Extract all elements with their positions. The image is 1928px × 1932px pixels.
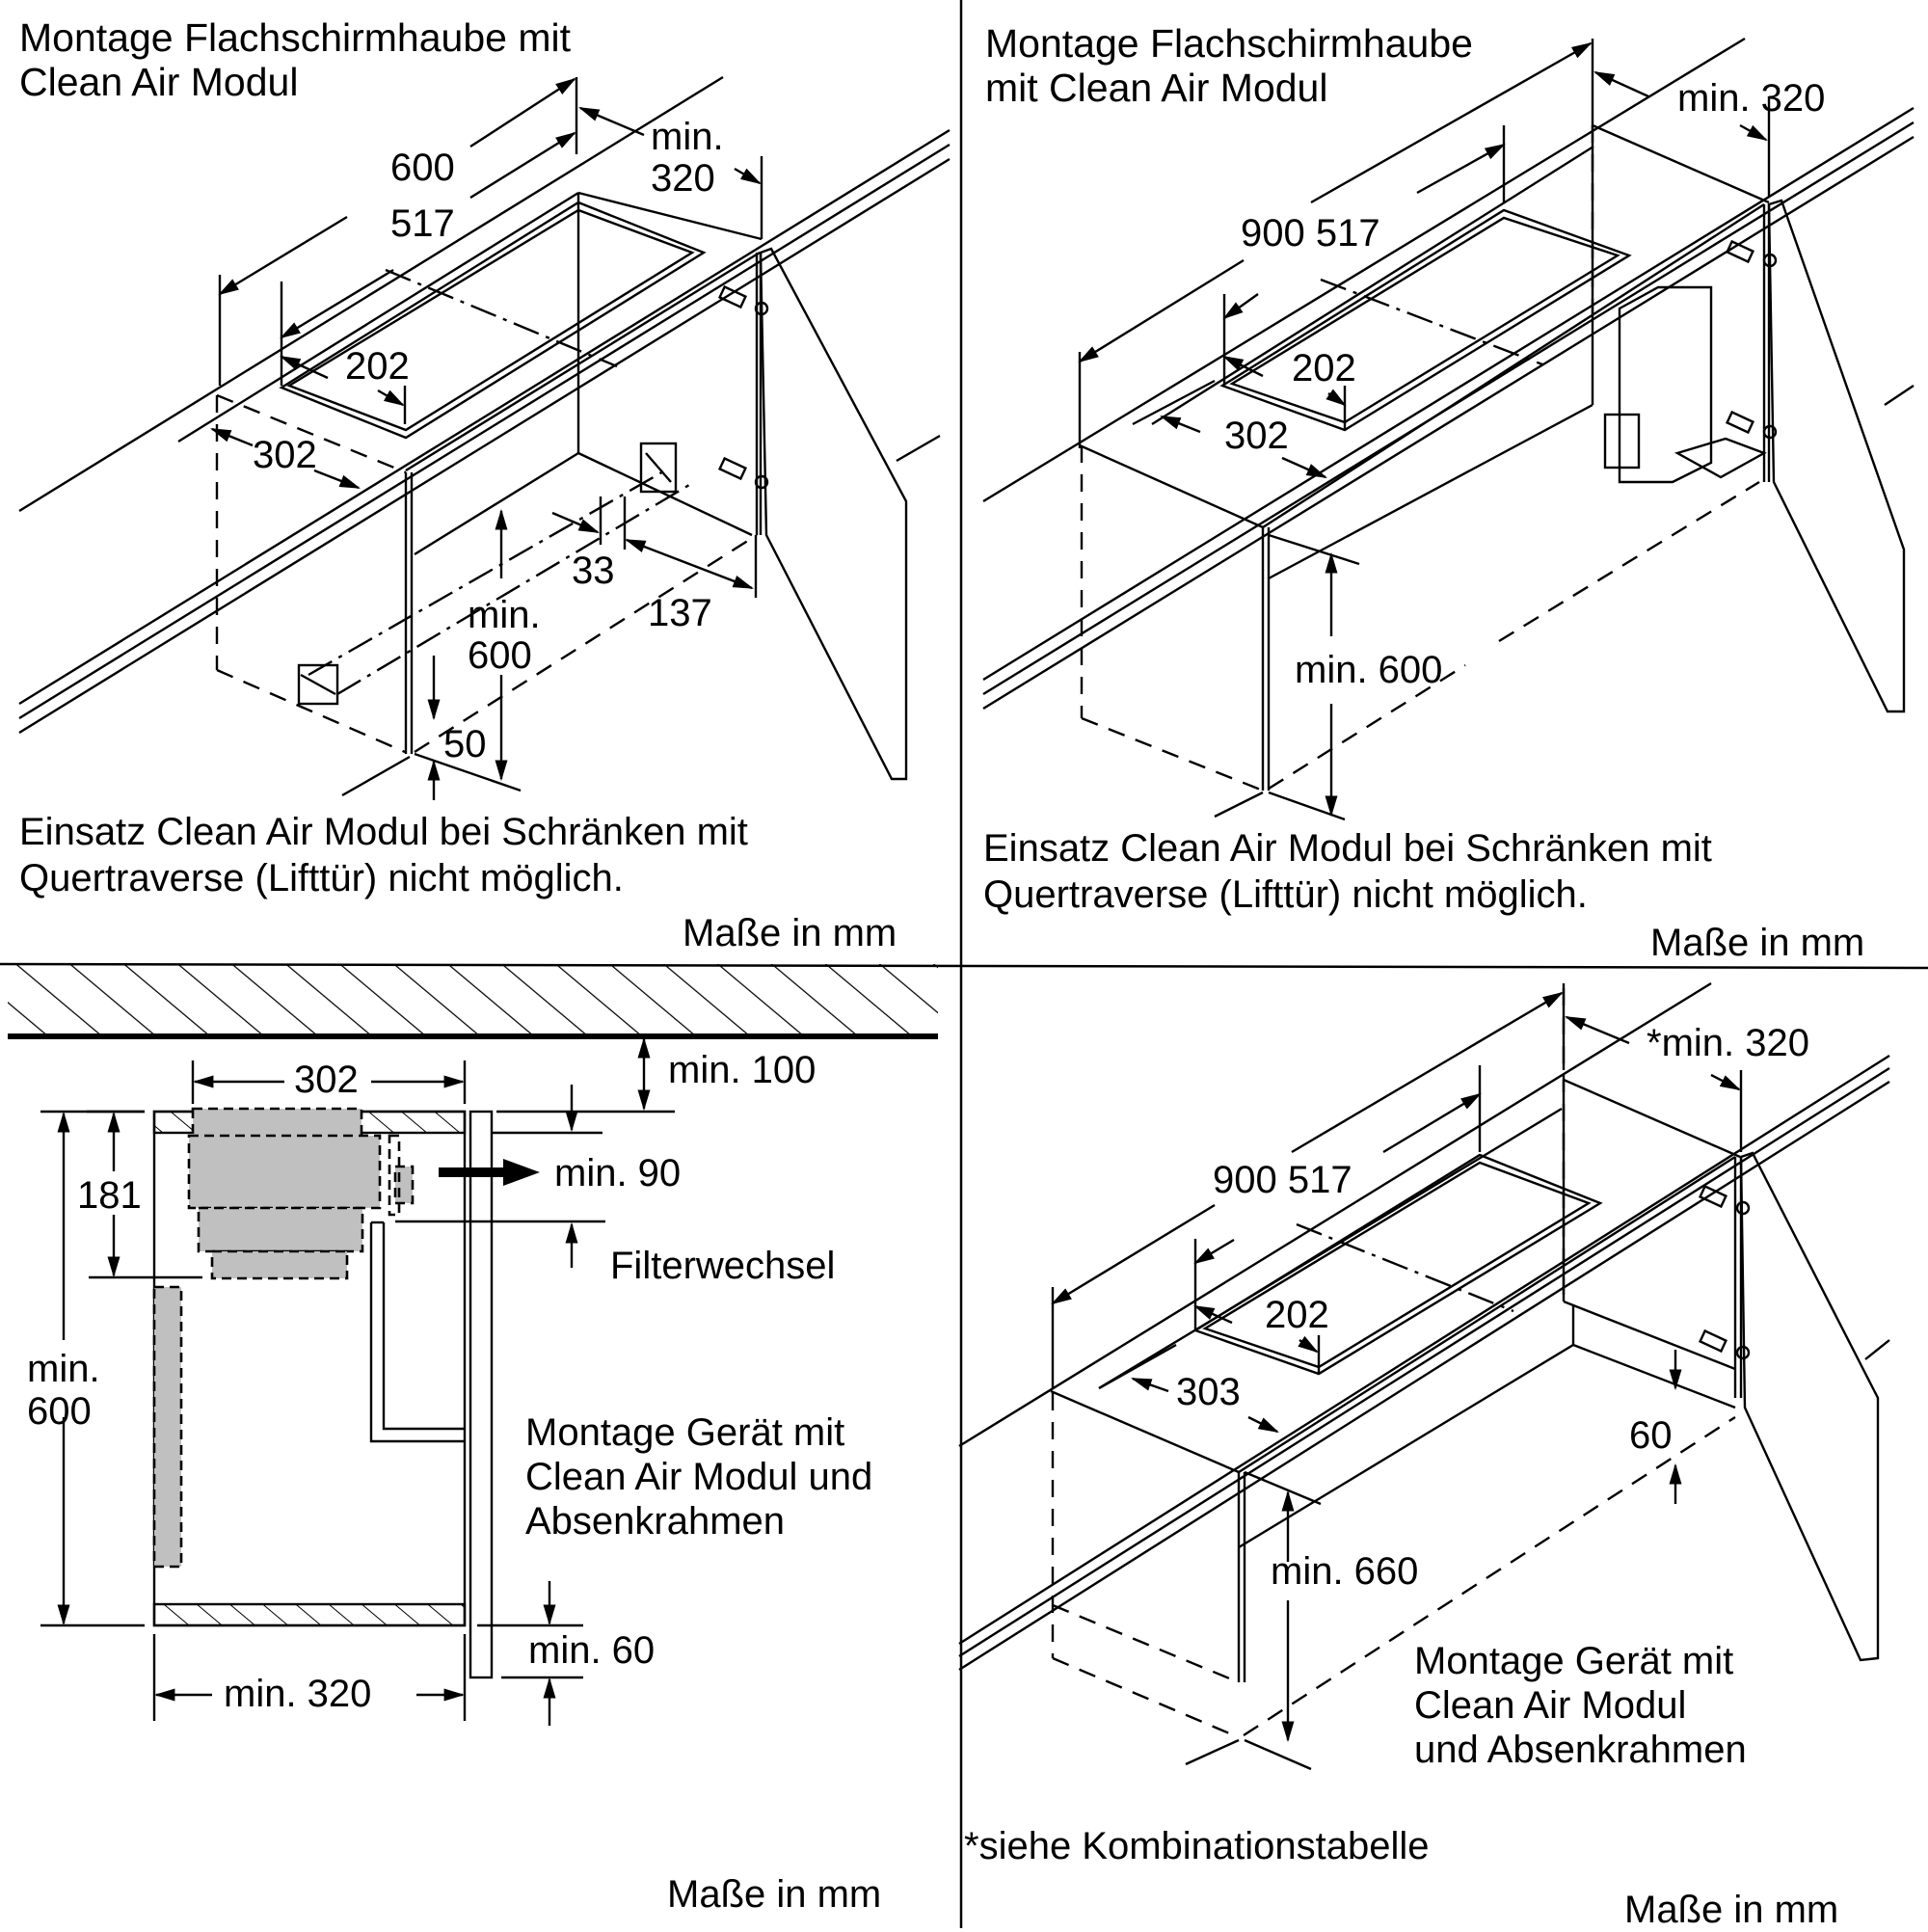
note-line: Montage Gerät mit [1414, 1640, 1734, 1682]
dimension-label-600: 600 [468, 634, 532, 677]
note-line: Einsatz Clean Air Modul bei Schränken mi… [983, 827, 1712, 870]
units-label: Maße in mm [1624, 1889, 1839, 1931]
dimension-label-600: 600 [390, 147, 455, 189]
dimension-label-min-600: min. 600 [1295, 649, 1443, 691]
note-line: Absenkrahmen [525, 1500, 786, 1543]
panel-title-line: Clean Air Modul [19, 60, 299, 104]
panel-title-line: mit Clean Air Modul [985, 66, 1328, 110]
note-line: Einsatz Clean Air Modul bei Schränken mi… [19, 811, 748, 853]
dimension-label-min: min. [468, 594, 541, 636]
dimension-label-min-90: min. 90 [554, 1152, 682, 1194]
note-line: Quertraverse (Lifttür) nicht möglich. [983, 873, 1588, 916]
dimension-label-302: 302 [1224, 415, 1289, 457]
units-label: Maße in mm [1650, 922, 1865, 964]
panel-top-left-drawing [18, 75, 951, 800]
dimension-label-302: 302 [253, 434, 317, 476]
note-line: und Absenkrahmen [1414, 1729, 1747, 1771]
dimension-label-202: 202 [345, 345, 410, 388]
note-line: Clean Air Modul [1414, 1684, 1687, 1727]
dimension-label-303: 303 [1176, 1371, 1241, 1413]
note-line: Clean Air Modul und [525, 1456, 873, 1498]
dimension-label-star-min-320: *min. 320 [1647, 1022, 1809, 1064]
dimension-label-202: 202 [1292, 347, 1356, 389]
dimension-label-900-517: 900 517 [1213, 1159, 1352, 1201]
dimension-label-302: 302 [294, 1059, 359, 1101]
footnote: *siehe Kombinationstabelle [964, 1825, 1430, 1867]
dimension-label-517: 517 [390, 202, 455, 245]
dimension-label-min: min. [651, 116, 724, 158]
dimension-label-202: 202 [1265, 1294, 1329, 1336]
panel-bottom-left-drawing [8, 964, 938, 1726]
dimension-label-50: 50 [443, 723, 487, 765]
dimension-label-600: 600 [27, 1390, 92, 1433]
panel-title-line: Montage Flachschirmhaube mit [19, 15, 571, 60]
filter-change-label: Filterwechsel [610, 1245, 836, 1287]
dimension-label-min-100: min. 100 [668, 1049, 817, 1091]
dimension-label-181: 181 [77, 1174, 142, 1217]
panel-bottom-right-drawing [958, 981, 1890, 1771]
note-line: Quertraverse (Lifttür) nicht möglich. [19, 857, 624, 899]
dimension-label-min-320: min. 320 [224, 1673, 372, 1715]
note-line: Montage Gerät mit [525, 1411, 845, 1454]
dimension-label-900-517: 900 517 [1241, 212, 1380, 255]
panel-top-right-drawing [982, 37, 1915, 821]
dimension-label-33: 33 [572, 550, 615, 592]
panel-title-line: Montage Flachschirmhaube [985, 21, 1473, 66]
dimension-label-137: 137 [648, 592, 712, 634]
dimension-label-min-660: min. 660 [1271, 1550, 1419, 1593]
dimension-label-min-60: min. 60 [528, 1629, 656, 1672]
dimension-label-320: 320 [651, 157, 715, 200]
dimension-label-min: min. [27, 1348, 100, 1390]
units-label: Maße in mm [667, 1873, 882, 1916]
units-label: Maße in mm [683, 912, 897, 954]
dimension-label-60: 60 [1629, 1414, 1673, 1457]
dimension-label-min-320: min. 320 [1677, 77, 1826, 120]
